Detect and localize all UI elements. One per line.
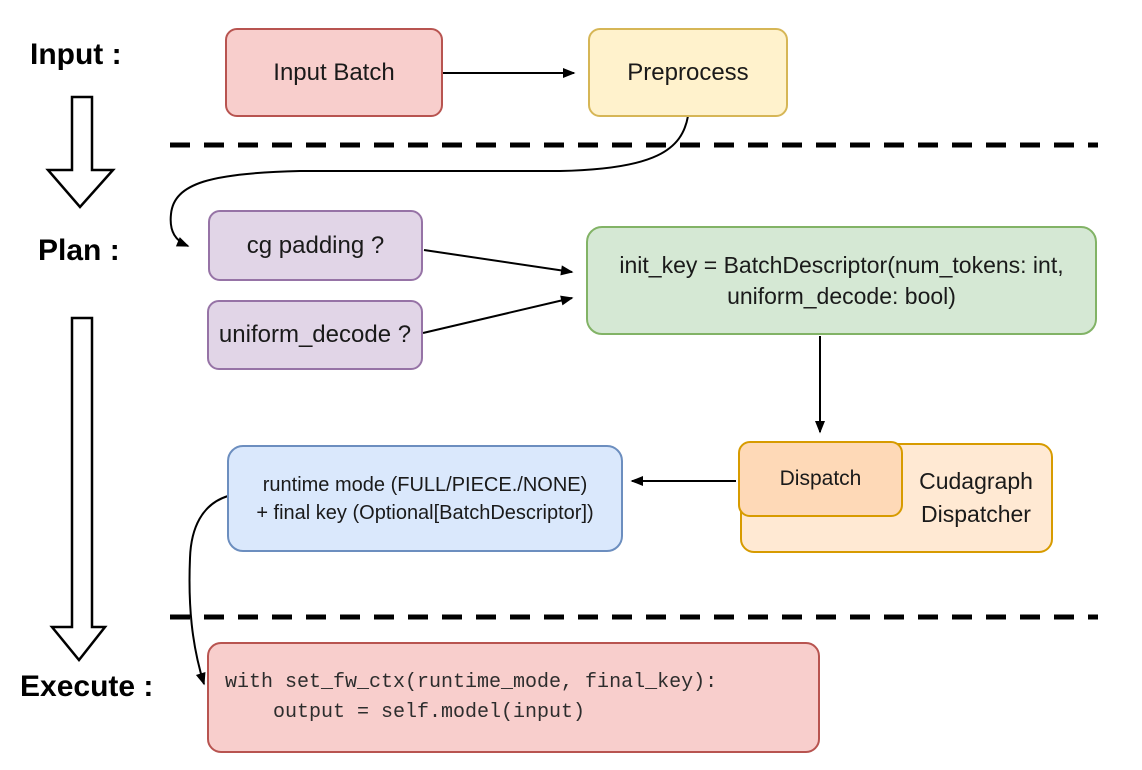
node-preprocess-label: Preprocess bbox=[627, 58, 749, 86]
node-runtime-mode-line1: runtime mode (FULL/PIECE./NONE) bbox=[262, 473, 588, 496]
cudagraph-label-line1: Cudagraph bbox=[919, 467, 1033, 494]
arrow-uniform-decode-to-init-key bbox=[422, 295, 574, 334]
node-runtime-mode-line2: + final key (Optional[BatchDescriptor]) bbox=[256, 501, 594, 524]
node-preprocess: Preprocess bbox=[588, 28, 788, 117]
node-uniform-decode-label: uniform_decode ? bbox=[218, 321, 412, 349]
node-dispatch-label: Dispatch bbox=[779, 467, 862, 491]
arrow-runtime-mode-to-execute-code bbox=[188, 495, 229, 686]
node-init-key-line1: init_key = BatchDescriptor(num_tokens: i… bbox=[619, 252, 1064, 279]
node-dispatch: Dispatch bbox=[738, 441, 903, 517]
section-label-input: Input : bbox=[30, 38, 122, 71]
execute-code-line1: with set_fw_ctx(runtime_mode, final_key)… bbox=[225, 670, 718, 694]
node-init-key-line2: uniform_decode: bool) bbox=[727, 282, 956, 309]
node-cg-padding: cg padding ? bbox=[208, 210, 423, 281]
section-label-plan: Plan : bbox=[38, 234, 120, 267]
node-cudagraph-dispatcher-label: Cudagraph Dispatcher bbox=[896, 464, 1056, 532]
input-to-plan-arrow bbox=[45, 95, 116, 209]
node-input-batch-label: Input Batch bbox=[273, 58, 395, 86]
execute-code-line2: output = self.model(input) bbox=[225, 700, 586, 724]
node-runtime-mode: runtime mode (FULL/PIECE./NONE) + final … bbox=[227, 445, 623, 552]
node-execute-code: with set_fw_ctx(runtime_mode, final_key)… bbox=[207, 642, 820, 753]
node-uniform-decode: uniform_decode ? bbox=[207, 300, 423, 370]
arrow-cg-padding-to-init-key bbox=[423, 249, 574, 276]
section-label-execute: Execute : bbox=[20, 670, 154, 703]
cudagraph-label-line2: Dispatcher bbox=[921, 501, 1031, 527]
plan-to-execute-arrow bbox=[49, 316, 108, 662]
node-input-batch: Input Batch bbox=[225, 28, 443, 117]
node-cg-padding-label: cg padding ? bbox=[246, 231, 385, 259]
arrow-preprocess-to-cg-padding bbox=[169, 115, 689, 247]
node-init-key: init_key = BatchDescriptor(num_tokens: i… bbox=[586, 226, 1097, 335]
